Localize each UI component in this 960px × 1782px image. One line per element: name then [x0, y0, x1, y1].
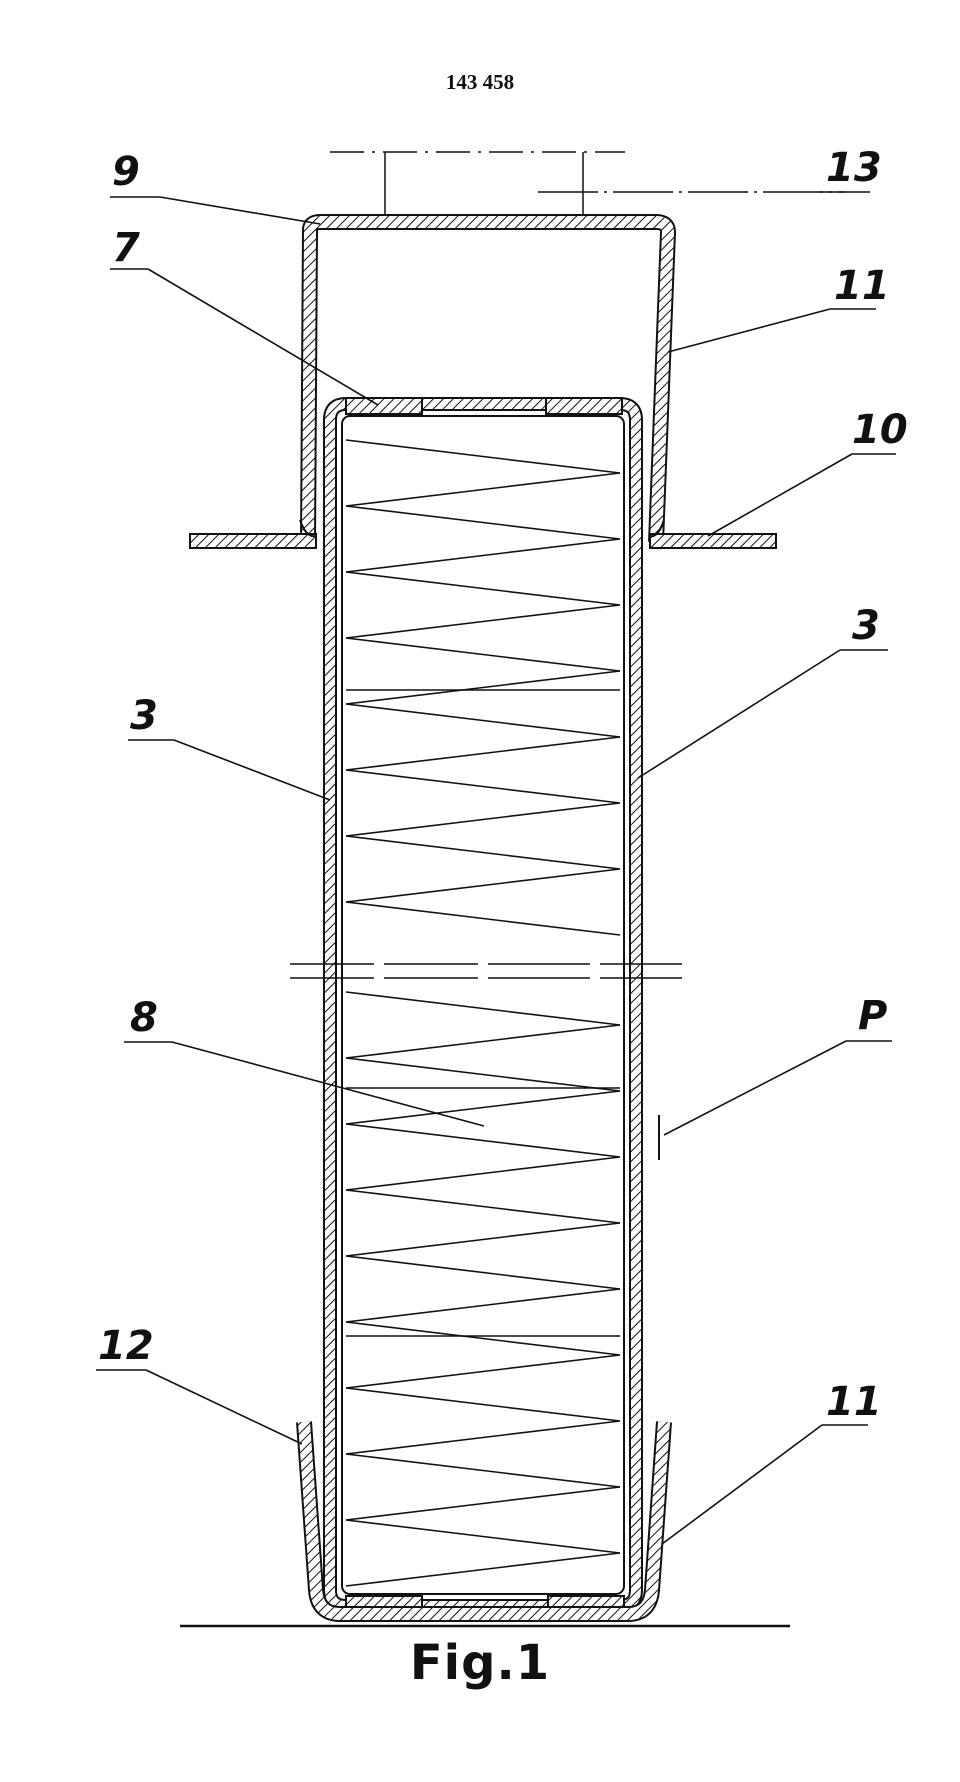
- callout-8: 8: [130, 995, 158, 1041]
- callout-9: 9: [112, 149, 140, 195]
- winding-segment: [345, 1255, 621, 1290]
- callout-7: 7: [112, 225, 140, 271]
- winding-segment: [345, 802, 621, 837]
- winding-segment: [345, 901, 621, 936]
- reference-lines-top: [330, 151, 845, 222]
- bottom-cup-hatching: [298, 1421, 670, 1620]
- figure-caption: Fig.1: [409, 1635, 551, 1691]
- winding-segment: [345, 1057, 621, 1092]
- winding-segment: [345, 637, 621, 672]
- winding-segment: [345, 1420, 621, 1455]
- winding-segment: [345, 1552, 621, 1587]
- winding-segment: [345, 1288, 621, 1323]
- winding-segment: [345, 604, 621, 639]
- winding-segment: [345, 991, 621, 1026]
- winding-segment: [345, 1321, 621, 1356]
- callout-3-left: 3: [130, 693, 158, 739]
- top-plates-7: [345, 397, 623, 415]
- zigzag-winding-8: [345, 439, 621, 1587]
- winding-segment: [345, 1453, 621, 1488]
- winding-segment: [345, 1222, 621, 1257]
- winding-segment: [345, 736, 621, 771]
- callout-10: 10: [852, 407, 908, 453]
- winding-segment: [345, 1024, 621, 1059]
- upper-cap-outer-wall: [300, 214, 677, 543]
- winding-segment: [345, 769, 621, 804]
- leader-lines: [96, 191, 896, 1545]
- winding-segment: [345, 1354, 621, 1389]
- winding-segment: [345, 538, 621, 573]
- winding-segment: [345, 1090, 621, 1125]
- winding-segment: [345, 835, 621, 870]
- callout-11-top: 11: [834, 263, 890, 309]
- container-wall-hatching: [325, 399, 641, 1611]
- upper-cap-hatching: [302, 216, 675, 543]
- winding-segment: [345, 439, 621, 474]
- winding-segment: [345, 1189, 621, 1224]
- callout-3-right: 3: [852, 603, 880, 649]
- winding-segment: [345, 1123, 621, 1158]
- winding-segment: [345, 472, 621, 507]
- winding-segment: [345, 1387, 621, 1422]
- break-lines: [290, 962, 682, 980]
- inner-liner: [341, 415, 625, 1595]
- callout-11-bottom: 11: [826, 1379, 882, 1425]
- flange-10: [189, 519, 777, 549]
- callout-12: 12: [98, 1323, 154, 1369]
- container-outer-wall: [323, 397, 643, 1613]
- winding-segment: [345, 571, 621, 606]
- winding-segment: [345, 1486, 621, 1521]
- winding-segment: [345, 1156, 621, 1191]
- callout-13: 13: [826, 145, 882, 191]
- winding-segment: [345, 670, 621, 705]
- winding-segment: [345, 868, 621, 903]
- winding-segment: [345, 1519, 621, 1554]
- winding-segment: [345, 703, 621, 738]
- callout-p: P: [858, 993, 888, 1039]
- page-number: 143 458: [445, 70, 515, 94]
- winding-segment: [345, 505, 621, 540]
